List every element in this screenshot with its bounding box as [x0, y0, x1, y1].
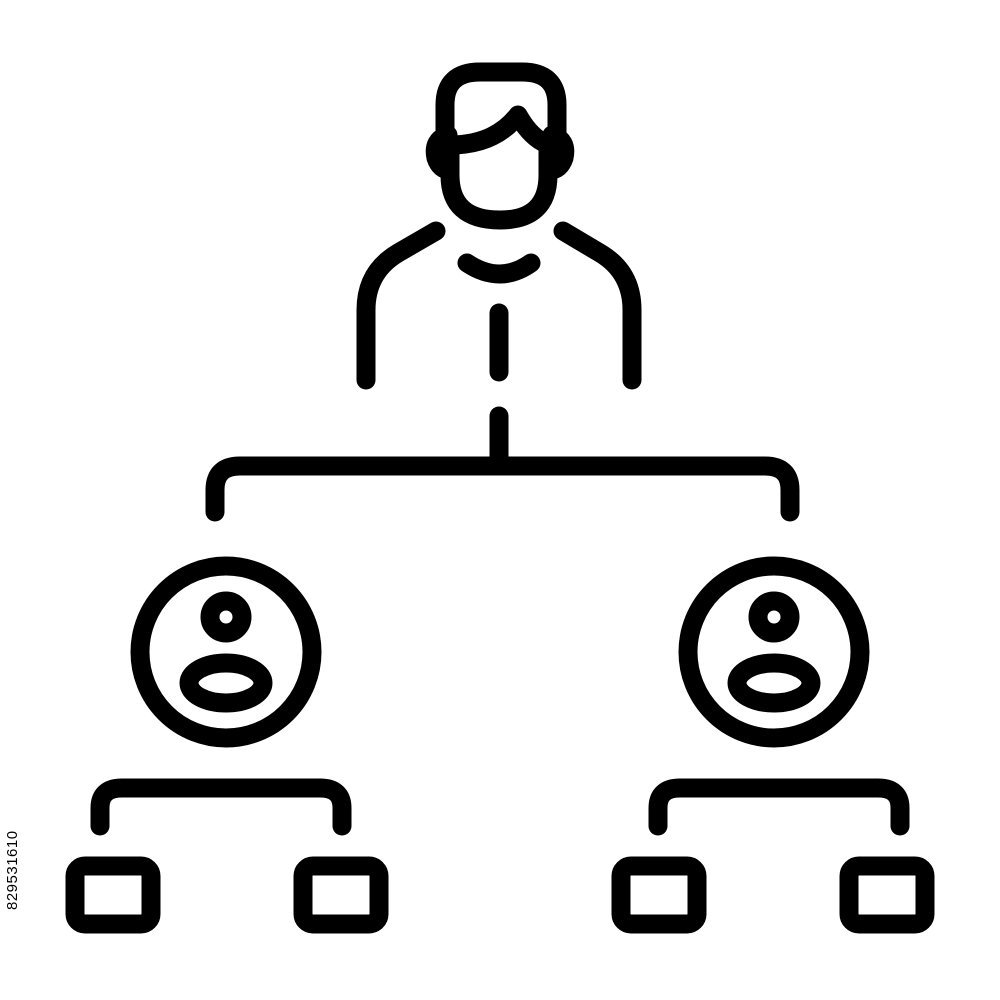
- right-sub-node-1: [611, 856, 707, 934]
- manager-left-ear: [425, 125, 460, 180]
- manager-collar: [457, 253, 541, 284]
- left-team-member-icon: [130, 556, 322, 748]
- main-branch-bar: [205, 456, 800, 522]
- manager-face: [440, 130, 558, 230]
- left-member-body: [179, 653, 273, 713]
- left-member-head: [200, 591, 252, 643]
- manager-hair-fringe: [440, 105, 560, 155]
- right-member-body: [727, 653, 821, 713]
- right-sub-branch: [611, 778, 935, 934]
- main-branch-connector: [205, 406, 800, 522]
- left-sub-branch: [65, 778, 389, 934]
- right-sub-node-2: [839, 856, 935, 934]
- left-sub-node-2: [293, 856, 389, 934]
- right-sub-branch-bar: [648, 778, 910, 836]
- left-member-circle: [130, 556, 322, 748]
- right-member-circle: [678, 556, 870, 748]
- left-sub-branch-bar: [90, 778, 352, 836]
- right-member-head: [748, 591, 800, 643]
- manager-person-icon: [356, 62, 642, 390]
- left-sub-node-1: [65, 856, 161, 934]
- right-team-member-icon: [678, 556, 870, 748]
- manager-right-ear: [540, 125, 575, 180]
- manager-left-shoulder: [356, 221, 446, 390]
- manager-right-shoulder: [553, 221, 642, 390]
- stock-id-watermark: 829531610: [4, 830, 21, 910]
- manager-head-outline: [435, 62, 567, 160]
